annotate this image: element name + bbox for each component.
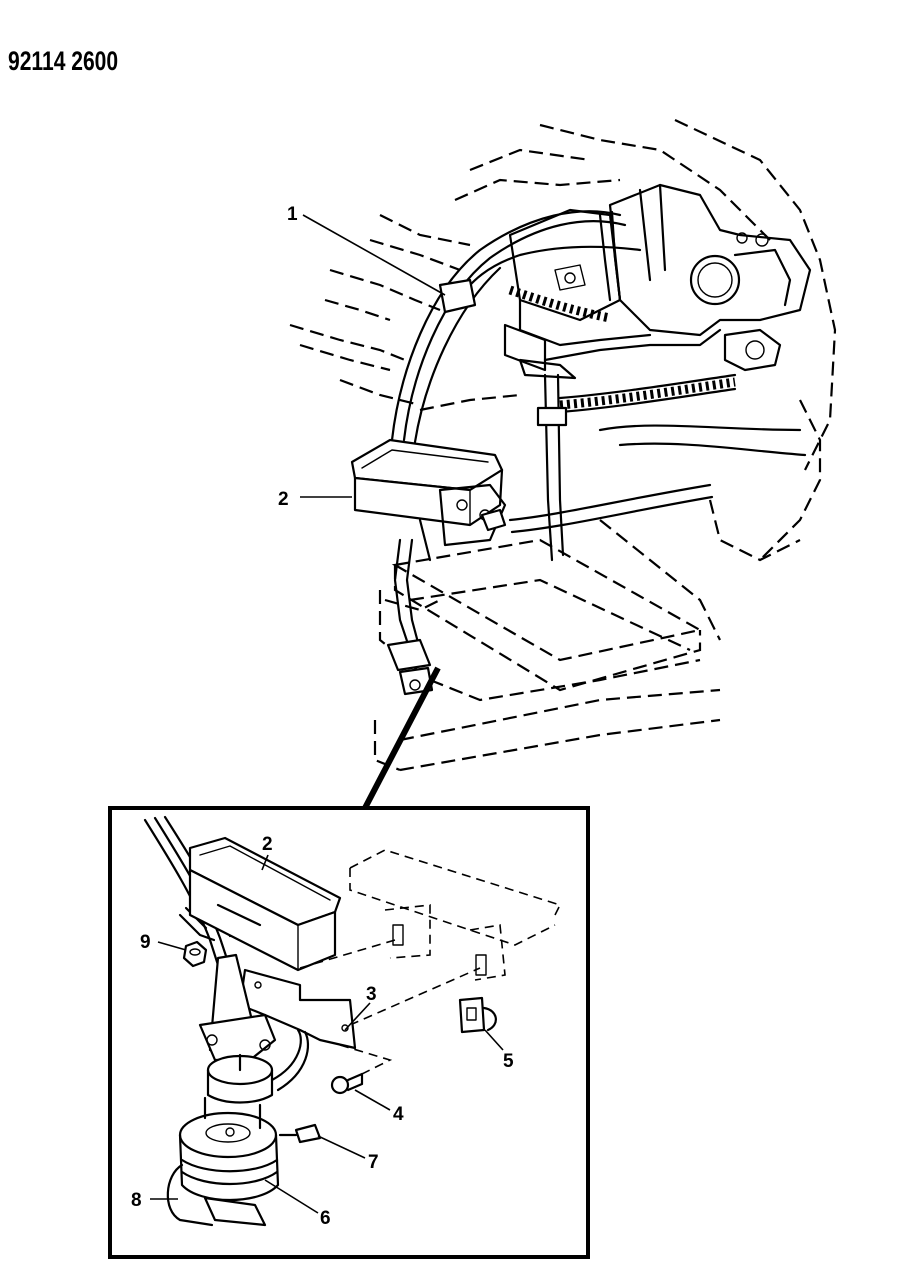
document-id: 92114 2600 xyxy=(8,46,119,76)
vacuum-hose-upper xyxy=(508,285,611,323)
nut xyxy=(182,940,208,968)
callout-1: 1 xyxy=(287,204,298,225)
screw-fastener xyxy=(278,1123,322,1144)
pump-motor xyxy=(178,1096,280,1227)
detail-inset-frame xyxy=(108,806,590,1259)
inset-tray-outline xyxy=(299,849,562,1076)
callout-4: 4 xyxy=(393,1104,404,1125)
callout-7: 7 xyxy=(368,1152,379,1173)
callout-3: 3 xyxy=(366,984,377,1005)
leader-9 xyxy=(157,941,187,951)
callout-9: 9 xyxy=(140,932,151,953)
leader-2-inset xyxy=(261,854,269,871)
engine-bay-outline xyxy=(289,119,837,772)
bolt xyxy=(330,1072,364,1095)
retaining-clip xyxy=(458,996,497,1034)
callout-2-main: 2 xyxy=(278,489,289,510)
detail-pointer xyxy=(362,666,441,810)
callout-5: 5 xyxy=(503,1051,514,1072)
brake-tubes xyxy=(390,210,642,652)
throttle-body xyxy=(608,183,812,372)
leader-1 xyxy=(302,214,446,296)
leader-4 xyxy=(354,1089,391,1111)
tube-clip xyxy=(438,278,477,314)
mounting-bracket xyxy=(238,968,357,1050)
level-sensor-main xyxy=(386,638,434,696)
fluid-reservoir-main xyxy=(350,438,507,562)
leader-6 xyxy=(264,1179,319,1214)
callout-6: 6 xyxy=(320,1208,331,1229)
hose-routing xyxy=(508,373,807,562)
sensor-assembly xyxy=(198,953,309,1104)
wire-harness xyxy=(166,1163,214,1227)
leader-5 xyxy=(484,1029,504,1051)
callout-2-inset: 2 xyxy=(262,834,273,855)
vacuum-hose-lower xyxy=(559,377,736,410)
fluid-reservoir-inset xyxy=(188,836,342,972)
leader-3 xyxy=(344,1002,371,1031)
callout-8: 8 xyxy=(131,1190,142,1211)
leader-7 xyxy=(317,1135,366,1159)
